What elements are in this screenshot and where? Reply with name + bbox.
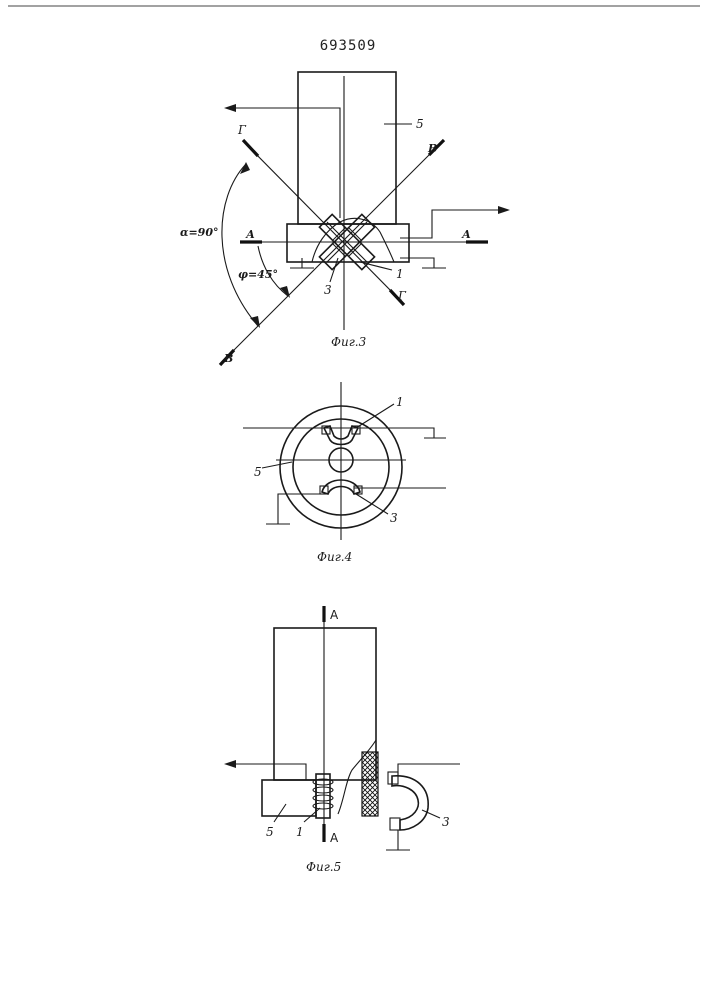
fig4-leader-5 xyxy=(262,462,292,468)
fig3-section-g-mark-top xyxy=(243,140,258,156)
fig3-arrow-right xyxy=(498,206,510,214)
fig4-label-3: 3 xyxy=(390,511,398,525)
fig3-label-a-right: А xyxy=(461,228,471,241)
fig3-label-5: 5 xyxy=(416,117,424,131)
figure-3: 5 1 3 Г Г В В А А α=90° φ=45° Фиг.3 xyxy=(180,72,510,365)
fig5-line-right xyxy=(398,764,460,776)
fig5-label-5: 5 xyxy=(266,825,274,839)
fig3-label-1: 1 xyxy=(396,267,404,281)
fig3-break-line xyxy=(312,218,394,262)
fig3-label-g-top: Г xyxy=(237,123,247,137)
fig4-ground-bottom xyxy=(266,494,324,524)
fig3-ground-left xyxy=(290,258,314,268)
fig3-ground-right xyxy=(400,258,446,268)
fig5-leader-5 xyxy=(274,804,286,822)
fig5-ground-bottom xyxy=(386,830,410,850)
fig5-housing-5 xyxy=(274,628,376,780)
fig3-label-3: 3 xyxy=(324,283,332,297)
fig3-angle-alpha-arrow-top xyxy=(240,162,250,174)
fig3-housing-5 xyxy=(298,72,396,224)
fig5-hatched-section xyxy=(362,752,378,816)
fig5-caption: Фиг.5 xyxy=(306,860,341,874)
fig4-caption: Фиг.4 xyxy=(317,550,352,564)
fig3-angle-alpha-arrow-bottom xyxy=(250,316,260,328)
fig3-output-line-right xyxy=(400,210,502,238)
fig5-label-1: 1 xyxy=(296,825,304,839)
fig5-base xyxy=(262,780,316,816)
fig5-label-a-bottom: А xyxy=(330,831,339,845)
fig4-label-5: 5 xyxy=(254,465,262,479)
fig3-label-angle-alpha: α=90° xyxy=(180,226,219,239)
fig5-leader-1 xyxy=(304,808,320,822)
fig5-core-3-pad-top xyxy=(388,772,398,784)
fig5-core-3-pad-bottom xyxy=(390,818,400,830)
fig4-label-1: 1 xyxy=(396,395,404,409)
patent-number: 693509 xyxy=(320,38,377,54)
figure-4: 1 5 3 Фиг.4 xyxy=(243,382,446,564)
fig3-angle-phi-arrow xyxy=(280,286,290,298)
fig5-label-a-top: А xyxy=(330,608,339,622)
fig5-label-3: 3 xyxy=(442,815,450,829)
fig5-arrow-left xyxy=(224,760,236,768)
fig3-label-g-bottom: Г xyxy=(397,289,407,303)
fig5-output-line-left xyxy=(232,764,306,780)
figure-5: А А 5 1 3 Фиг.5 xyxy=(224,606,460,874)
fig3-label-a-left: А xyxy=(245,228,255,241)
fig3-output-line-left xyxy=(232,108,340,218)
fig3-arrow-left xyxy=(224,104,236,112)
fig3-label-angle-phi: φ=45° xyxy=(238,268,278,281)
fig3-label-v-bottom: В xyxy=(223,352,233,365)
fig3-caption: Фиг.3 xyxy=(331,335,367,349)
fig4-leader-1 xyxy=(356,404,394,428)
fig4-line-top xyxy=(243,428,446,438)
fig3-label-v-top: В xyxy=(427,142,437,155)
fig3-angle-alpha-arc xyxy=(222,164,258,326)
